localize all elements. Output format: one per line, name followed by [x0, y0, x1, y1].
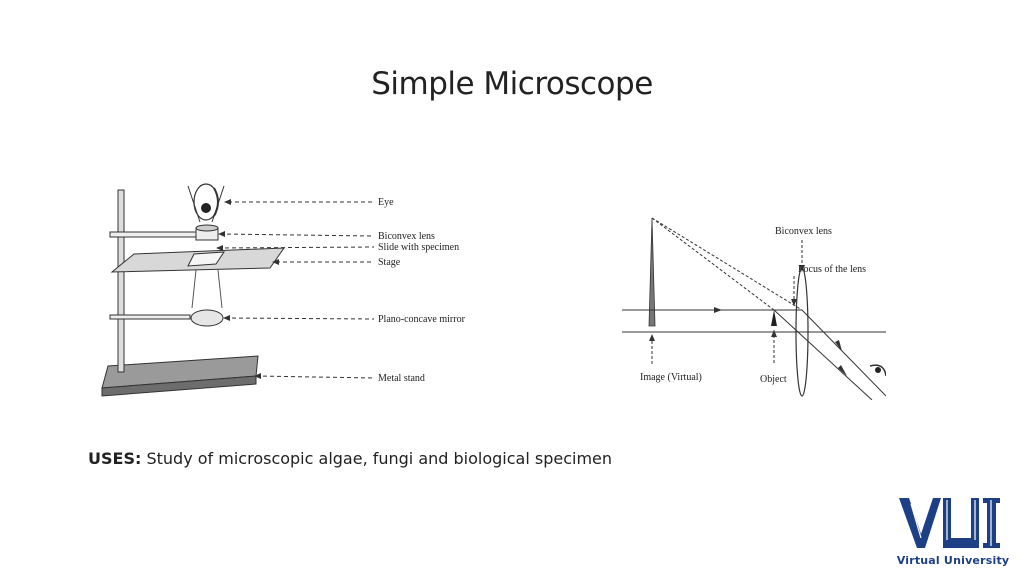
slide-title: Simple Microscope — [371, 66, 653, 102]
plano-concave-mirror — [190, 309, 224, 327]
stand-rod — [117, 189, 125, 373]
uses-text: Study of microscopic algae, fungi and bi… — [146, 449, 613, 468]
label-focus: Focus of the lens — [798, 264, 866, 275]
label-ray-biconvex-lens: Biconvex lens — [775, 226, 832, 237]
uses-line: USES: Study of microscopic algae, fungi … — [88, 449, 612, 468]
label-object: Object — [760, 374, 787, 385]
logo-name: Virtual University — [896, 554, 1010, 567]
object-arrow — [771, 310, 777, 326]
label-eye: Eye — [378, 197, 394, 208]
ray-diagram: Biconvex lens Focus of the lens Image (V… — [622, 214, 887, 401]
microscope-apparatus-diagram: Eye Biconvex lens Slide with specimen St… — [88, 158, 498, 416]
virtual-university-logo — [895, 494, 1011, 570]
label-stage: Stage — [378, 257, 401, 268]
uses-label: USES: — [88, 449, 142, 468]
virtual-image — [648, 217, 656, 327]
label-biconvex-lens: Biconvex lens — [378, 231, 435, 242]
slide-with-specimen — [187, 251, 225, 267]
label-image-virtual: Image (Virtual) — [640, 372, 702, 383]
label-slide: Slide with specimen — [378, 242, 459, 253]
label-mirror: Plano-concave mirror — [378, 314, 466, 325]
label-metal-stand: Metal stand — [378, 373, 425, 384]
eye-icon — [869, 364, 887, 377]
